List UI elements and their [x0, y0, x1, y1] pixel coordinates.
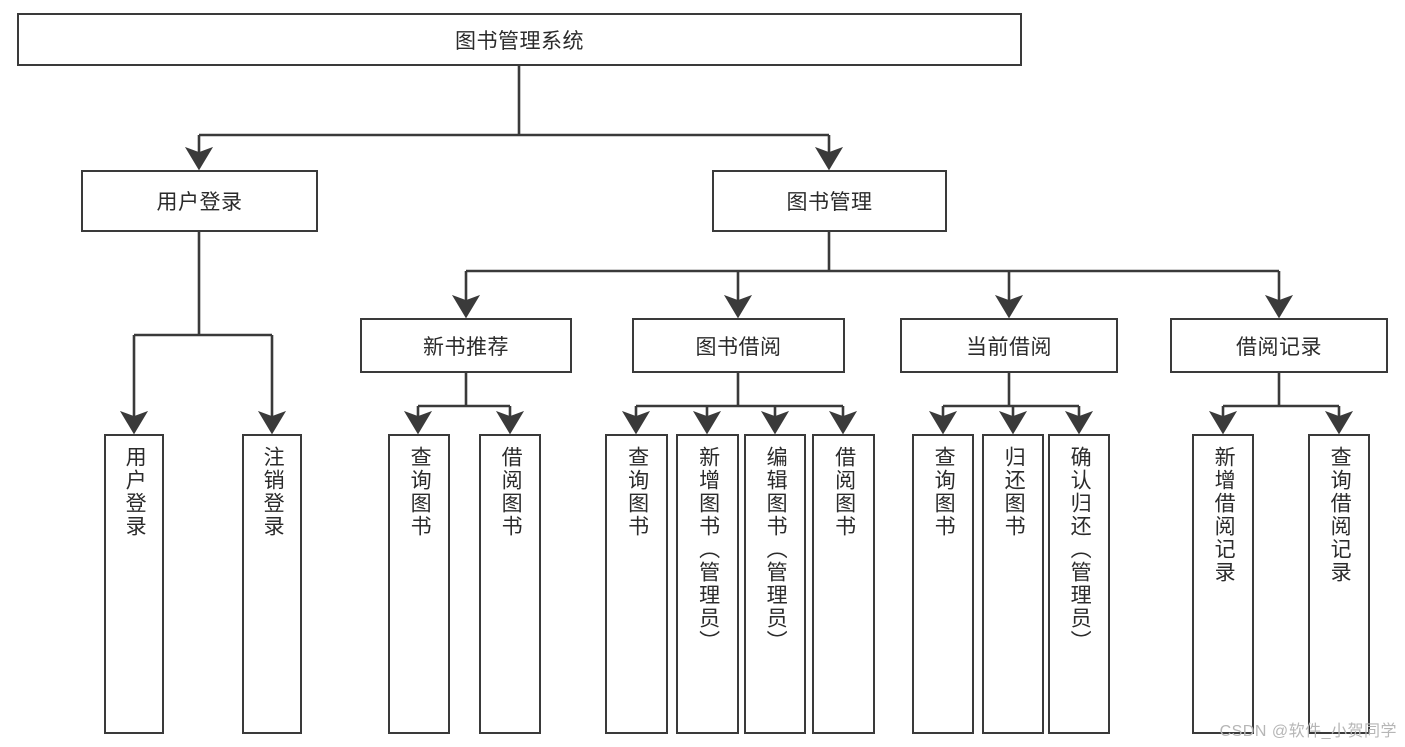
- node-root[interactable]: 图书管理系统: [17, 13, 1022, 66]
- node-leaf-user-login[interactable]: 用户登录: [104, 434, 164, 734]
- node-leaf-add-record-label: 新增借阅记录: [1212, 446, 1236, 584]
- node-book-borrow[interactable]: 图书借阅: [632, 318, 845, 373]
- node-leaf-user-logout-label: 注销登录: [261, 446, 285, 538]
- node-leaf-borrow-book-rec-label: 借阅图书: [499, 446, 523, 538]
- node-leaf-user-login-label: 用户登录: [123, 446, 147, 538]
- node-leaf-query-record-label: 查询借阅记录: [1328, 446, 1352, 584]
- node-leaf-add-book-label: 新增图书（管理员）: [696, 446, 720, 653]
- node-leaf-query-record[interactable]: 查询借阅记录: [1308, 434, 1370, 734]
- node-leaf-borrow-book-bor[interactable]: 借阅图书: [812, 434, 875, 734]
- node-leaf-confirm-return-label: 确认归还（管理员）: [1068, 446, 1092, 653]
- node-user-login-label: 用户登录: [156, 191, 243, 214]
- node-book-borrow-label: 图书借阅: [695, 335, 782, 359]
- node-leaf-borrow-book-bor-label: 借阅图书: [832, 446, 856, 538]
- node-borrow-record-label: 借阅记录: [1236, 335, 1322, 359]
- node-leaf-edit-book[interactable]: 编辑图书（管理员）: [744, 434, 806, 734]
- node-current-borrow-label: 当前借阅: [966, 335, 1052, 359]
- node-leaf-query-book-bor[interactable]: 查询图书: [605, 434, 668, 734]
- node-book-manage-label: 图书管理: [786, 191, 873, 214]
- node-leaf-edit-book-label: 编辑图书（管理员）: [764, 446, 788, 653]
- node-new-book-recommend[interactable]: 新书推荐: [360, 318, 572, 373]
- node-leaf-return-book-label: 归还图书: [1002, 446, 1026, 538]
- node-root-label: 图书管理系统: [455, 29, 584, 53]
- watermark-text: CSDN @软件_小贺同学: [1219, 723, 1397, 740]
- node-leaf-confirm-return[interactable]: 确认归还（管理员）: [1048, 434, 1110, 734]
- node-borrow-record[interactable]: 借阅记录: [1170, 318, 1388, 373]
- node-leaf-query-book-rec[interactable]: 查询图书: [388, 434, 450, 734]
- node-book-manage[interactable]: 图书管理: [712, 170, 947, 232]
- node-leaf-borrow-book-rec[interactable]: 借阅图书: [479, 434, 541, 734]
- node-leaf-add-book[interactable]: 新增图书（管理员）: [676, 434, 739, 734]
- node-leaf-query-book-cur-label: 查询图书: [932, 446, 956, 538]
- node-leaf-user-logout[interactable]: 注销登录: [242, 434, 302, 734]
- node-current-borrow[interactable]: 当前借阅: [900, 318, 1118, 373]
- node-leaf-return-book[interactable]: 归还图书: [982, 434, 1044, 734]
- node-leaf-query-book-cur[interactable]: 查询图书: [912, 434, 974, 734]
- node-leaf-query-book-bor-label: 查询图书: [625, 446, 649, 538]
- node-leaf-add-record[interactable]: 新增借阅记录: [1192, 434, 1254, 734]
- node-new-book-recommend-label: 新书推荐: [423, 335, 509, 359]
- node-user-login[interactable]: 用户登录: [81, 170, 318, 232]
- node-leaf-query-book-rec-label: 查询图书: [408, 446, 432, 538]
